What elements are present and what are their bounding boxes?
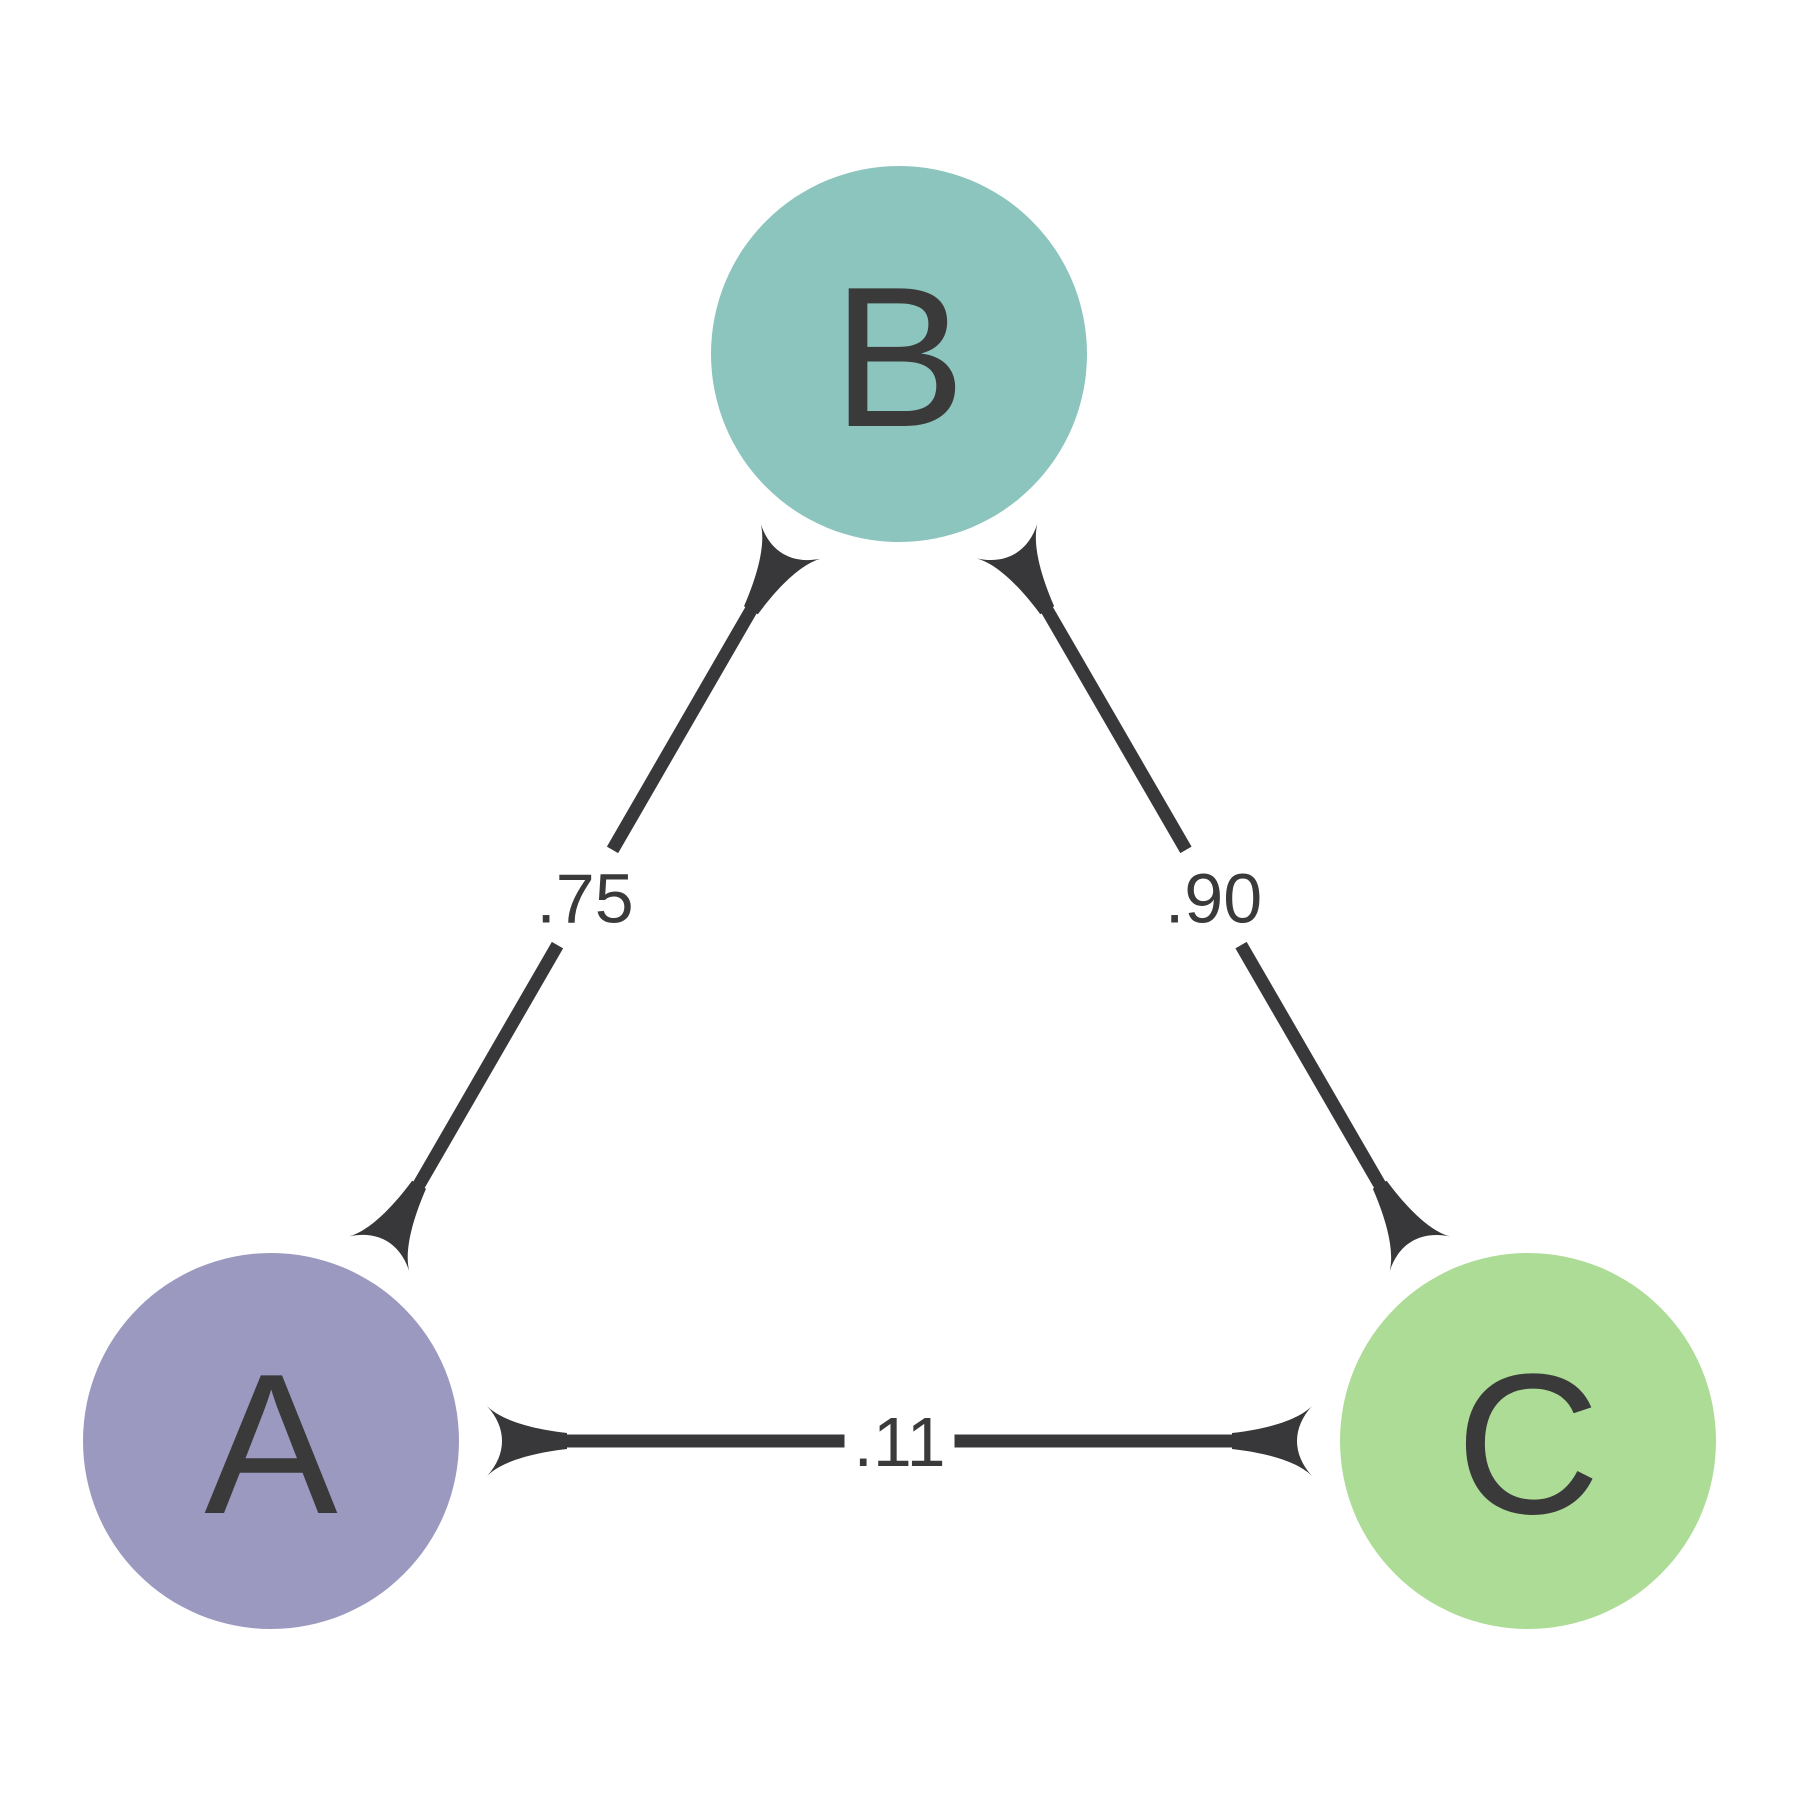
node-B-circle [711, 166, 1087, 542]
edge-line-segment [1040, 605, 1192, 854]
node-A-label: A [204, 1333, 338, 1556]
arrowhead-into-A-icon [348, 1180, 427, 1272]
edge-weight-label-AB: .75 [536, 860, 633, 938]
node-C-label: C [1456, 1333, 1600, 1556]
node-C: C [1340, 1253, 1716, 1629]
edge-line-segment [1235, 941, 1387, 1190]
arrowhead-into-B-icon [743, 523, 822, 615]
edge-weight-label-BC: .90 [1165, 860, 1262, 938]
node-B-label: B [832, 246, 965, 469]
arrowhead-into-C-icon [1232, 1406, 1312, 1476]
edge-weight-label-AC: .11 [853, 1403, 945, 1481]
node-B: B [711, 166, 1087, 542]
arrowhead-into-C-icon [1372, 1180, 1451, 1272]
edge-line-segment [606, 605, 758, 854]
edge-B-C: .90 [976, 523, 1451, 1272]
edge-A-B: .75 [348, 523, 822, 1272]
arrowhead-into-A-icon [487, 1406, 567, 1476]
edge-A-C: .11 [487, 1403, 1312, 1481]
node-A-circle [83, 1253, 459, 1629]
arrowhead-into-B-icon [976, 523, 1055, 615]
edge-line-segment [412, 941, 564, 1190]
node-A: A [83, 1253, 459, 1629]
node-C-circle [1340, 1253, 1716, 1629]
